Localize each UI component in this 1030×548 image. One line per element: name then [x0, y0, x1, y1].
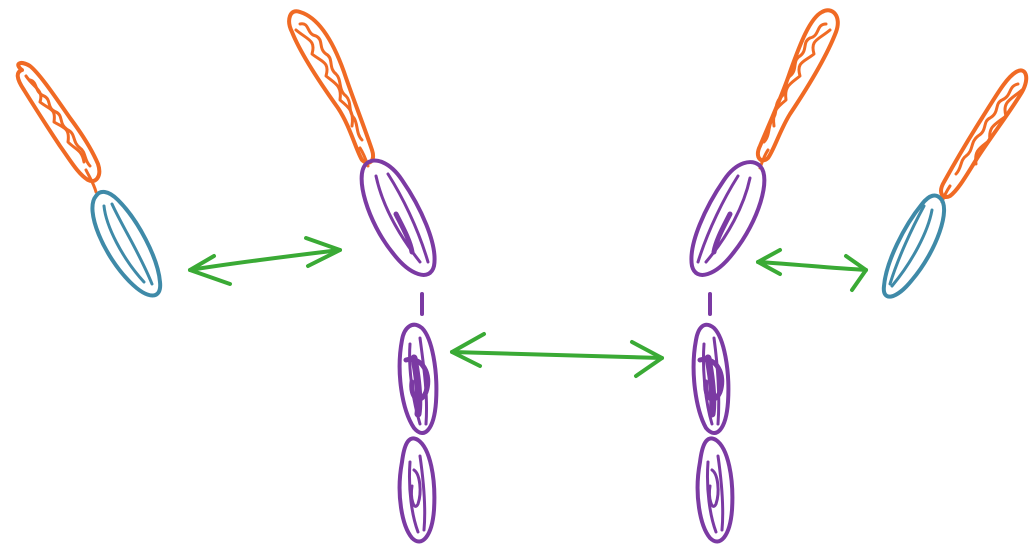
right-chain-purple-domain-2 — [694, 325, 729, 433]
right-lone-blue-domain — [884, 196, 944, 297]
double-arrow-icon-left — [190, 238, 340, 284]
right-chain-molecule — [691, 10, 837, 541]
left-lone-orange-strand — [18, 63, 100, 192]
right-chain-orange-strand — [758, 10, 838, 168]
double-arrow-icon-right — [758, 250, 866, 290]
left-chain-purple-domain-2 — [400, 325, 437, 433]
right-lone-molecule — [884, 70, 1026, 296]
right-lone-orange-strand — [941, 70, 1026, 202]
right-chain-purple-domain-1 — [691, 162, 764, 275]
left-lone-molecule — [18, 63, 160, 295]
left-chain-purple-domain-1 — [362, 161, 435, 275]
left-lone-blue-domain — [92, 192, 160, 296]
left-chain-purple-domain-3 — [400, 438, 435, 541]
left-chain-orange-strand — [289, 11, 373, 166]
double-arrow-icon-middle — [452, 334, 662, 376]
right-chain-purple-domain-3 — [698, 438, 733, 541]
left-chain-molecule — [289, 11, 436, 541]
